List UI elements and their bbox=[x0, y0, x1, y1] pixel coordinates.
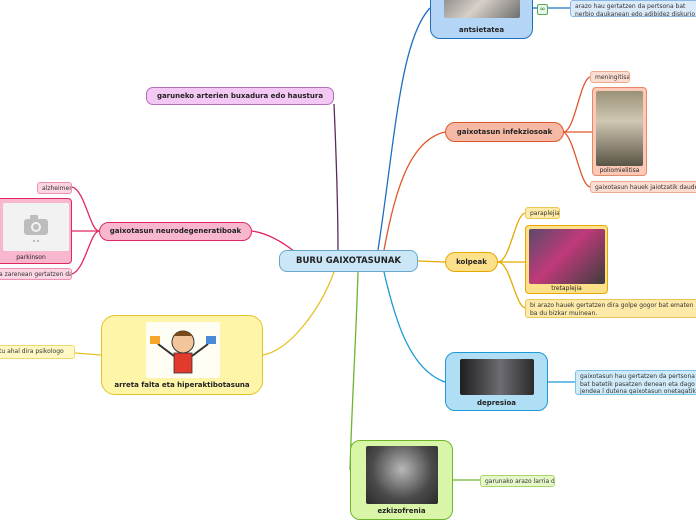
root-label: BURU GAIXOTASUNAK bbox=[295, 256, 401, 266]
parkinson-photo bbox=[3, 203, 69, 251]
kolpeak-note: bi arazo hauek gertatzen dira golpe gogo… bbox=[525, 299, 696, 318]
tretaplejia-photo bbox=[529, 229, 605, 284]
depresioa-photo bbox=[460, 359, 534, 395]
link-depresioa bbox=[383, 271, 446, 383]
link-icon[interactable]: ∞ bbox=[537, 4, 548, 15]
antsietatea-note: arazo hau gertatzen da pertsona bat nerb… bbox=[570, 0, 696, 17]
branch-neuro-label: gaixotasun neurodegeneratiboak bbox=[109, 227, 242, 235]
link-arreta bbox=[262, 271, 335, 356]
link-arterien bbox=[333, 103, 339, 253]
camera-placeholder-icon bbox=[24, 215, 48, 243]
antsietatea-photo bbox=[444, 0, 520, 18]
branch-kolpeak[interactable]: kolpeak bbox=[445, 252, 498, 272]
infekziosoak-note: gaixotasun hauek jaiotzatik daude et bbox=[590, 181, 696, 193]
parkinson-card[interactable]: parkinson bbox=[0, 198, 72, 264]
parkinson-label: parkinson bbox=[16, 254, 46, 261]
alzheimer-item: alzheimer bbox=[37, 182, 72, 194]
branch-depresioa-label: depresioa bbox=[476, 399, 517, 407]
branch-neurodegeneratiboak[interactable]: gaixotasun neurodegeneratiboak bbox=[99, 222, 252, 241]
poliomielitisa-label: poliomielitisa bbox=[599, 167, 640, 174]
branch-antsietatea[interactable]: antsietatea bbox=[430, 0, 533, 39]
poliomielitisa-photo bbox=[596, 91, 643, 166]
link-neuro bbox=[251, 230, 296, 253]
link-infekziosoak bbox=[383, 131, 446, 251]
ezkizofrenia-photo bbox=[366, 446, 438, 504]
branch-antsietatea-label: antsietatea bbox=[458, 26, 505, 34]
branch-arreta[interactable]: arreta falta eta hiperaktibotasuna bbox=[101, 315, 263, 395]
branch-arterien-label: garuneko arterien buxadura edo haustura bbox=[156, 92, 324, 100]
depresioa-note: gaixotasun hau gertatzen da pertsona bat… bbox=[575, 370, 696, 395]
arreta-note: tu ahal dira psikologo bbox=[0, 345, 75, 359]
branch-ezkizofrenia-label: ezkizofrenia bbox=[377, 507, 426, 515]
branch-arterien[interactable]: garuneko arterien buxadura edo haustura bbox=[146, 87, 334, 105]
ezkizofrenia-note: garunako arazo larria da bbox=[480, 475, 555, 487]
branch-infekziosoak-label: gaixotasun infekziosoak bbox=[456, 128, 553, 136]
paraplejia-item: paraplejia bbox=[525, 207, 560, 219]
poliomielitisa-card[interactable]: poliomielitisa bbox=[592, 87, 647, 176]
branch-kolpeak-label: kolpeak bbox=[456, 258, 487, 266]
branch-ezkizofrenia[interactable]: ezkizofrenia bbox=[350, 440, 453, 520]
neuro-note: a zarenean gertatzen da bbox=[0, 268, 72, 280]
tretaplejia-label: tretaplejia bbox=[551, 285, 582, 292]
tretaplejia-card[interactable]: tretaplejia bbox=[525, 225, 608, 294]
arreta-cartoon bbox=[146, 322, 220, 378]
root-node[interactable]: BURU GAIXOTASUNAK bbox=[279, 250, 418, 272]
branch-arreta-label: arreta falta eta hiperaktibotasuna bbox=[114, 381, 250, 389]
branch-infekziosoak[interactable]: gaixotasun infekziosoak bbox=[445, 122, 564, 142]
branch-depresioa[interactable]: depresioa bbox=[445, 352, 548, 411]
cartoon-figure-icon bbox=[150, 330, 216, 374]
link-kolpeak bbox=[417, 260, 446, 263]
link-antsietatea bbox=[377, 7, 431, 251]
meningitisa-item: meningitisa bbox=[590, 71, 630, 83]
